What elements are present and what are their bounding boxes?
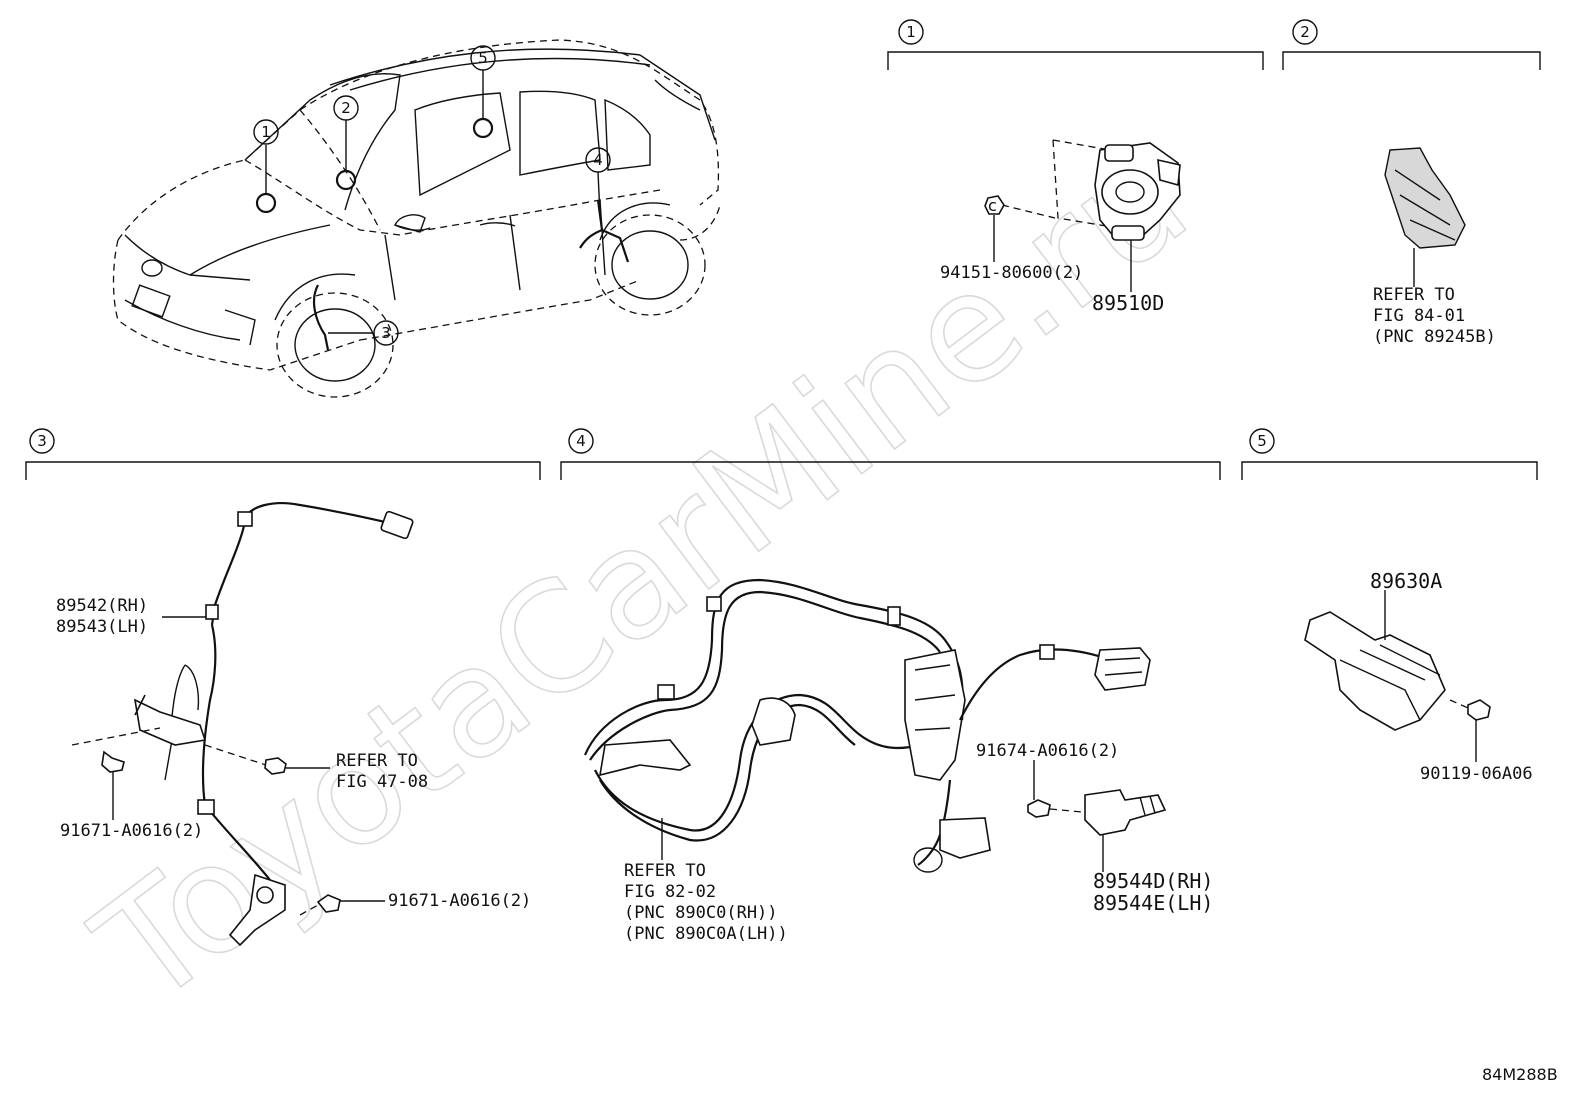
- callout-3: 3: [373, 320, 399, 346]
- callout-1: 1: [253, 119, 279, 145]
- bolt-90119: [1449, 699, 1491, 762]
- label-89544D: 89544D(RH): [1093, 869, 1213, 893]
- callout-2: 2: [333, 95, 359, 121]
- svg-text:3: 3: [381, 324, 391, 342]
- rear-speed-sensor: [1084, 789, 1167, 872]
- label-refer-47-08-line2: FIG 47-08: [336, 772, 428, 792]
- section-5-header: 5: [1241, 428, 1538, 480]
- label-91671-bottom: 91671-A0616(2): [388, 891, 531, 911]
- leader-dash-ref-47: [204, 744, 267, 766]
- svg-text:1: 1: [261, 123, 271, 141]
- svg-text:5: 5: [478, 49, 488, 67]
- svg-text:3: 3: [37, 432, 47, 450]
- label-90119-06A06: 90119-06A06: [1420, 764, 1533, 784]
- svg-text:4: 4: [576, 432, 586, 450]
- label-89543: 89543(LH): [56, 617, 148, 637]
- svg-text:1: 1: [906, 23, 916, 41]
- rear-harness-wire: [583, 578, 1151, 873]
- front-speed-sensor-wire: [133, 502, 414, 947]
- label-94151-80600: 94151-80600(2): [940, 263, 1083, 283]
- label-91671-left: 91671-A0616(2): [60, 821, 203, 841]
- section-2-header: 2: [1282, 19, 1541, 70]
- svg-text:2: 2: [1300, 23, 1310, 41]
- callout-5: 5: [470, 45, 496, 71]
- bolt-91671-bottom: [299, 894, 385, 916]
- label-refer-84-01-line3: (PNC 89245B): [1373, 327, 1496, 347]
- leader-dash-left-bolt: [71, 727, 161, 746]
- bolt-94151: c: [984, 195, 1005, 262]
- svg-text:c: c: [988, 196, 997, 215]
- section-4-header: 4: [560, 428, 1221, 480]
- bolt-91674: [1027, 760, 1083, 818]
- section-1-header: 1: [887, 19, 1264, 70]
- label-refer-47-08-line1: REFER TO: [336, 751, 418, 771]
- label-refer-82-02-line4: (PNC 890C0A(LH)): [624, 924, 788, 944]
- label-refer-84-01-line1: REFER TO: [1373, 285, 1455, 305]
- label-89544E: 89544E(LH): [1093, 891, 1213, 915]
- label-refer-82-02-line1: REFER TO: [624, 861, 706, 881]
- label-91674-A0616: 91674-A0616(2): [976, 741, 1119, 761]
- sensor-89630A: [1304, 590, 1446, 731]
- svg-text:2: 2: [341, 99, 351, 117]
- figure-code: 84M288B: [1482, 1065, 1558, 1084]
- section-3-header: 3: [25, 428, 541, 480]
- label-89542: 89542(RH): [56, 596, 148, 616]
- label-89510D: 89510D: [1092, 291, 1164, 315]
- bolt-91671-left: [101, 750, 125, 820]
- bolt-47-08: [264, 757, 330, 775]
- label-89630A: 89630A: [1370, 569, 1442, 593]
- callout-4: 4: [585, 147, 611, 173]
- vehicle-overview: [112, 39, 721, 398]
- label-refer-84-01-line2: FIG 84-01: [1373, 306, 1465, 326]
- yaw-sensor-89510D: [1001, 139, 1181, 292]
- svg-text:5: 5: [1257, 432, 1267, 450]
- part-ref-89245B: [1384, 147, 1466, 287]
- label-refer-82-02-line2: FIG 82-02: [624, 882, 716, 902]
- label-refer-82-02-line3: (PNC 890C0(RH)): [624, 903, 778, 923]
- svg-text:4: 4: [593, 151, 603, 169]
